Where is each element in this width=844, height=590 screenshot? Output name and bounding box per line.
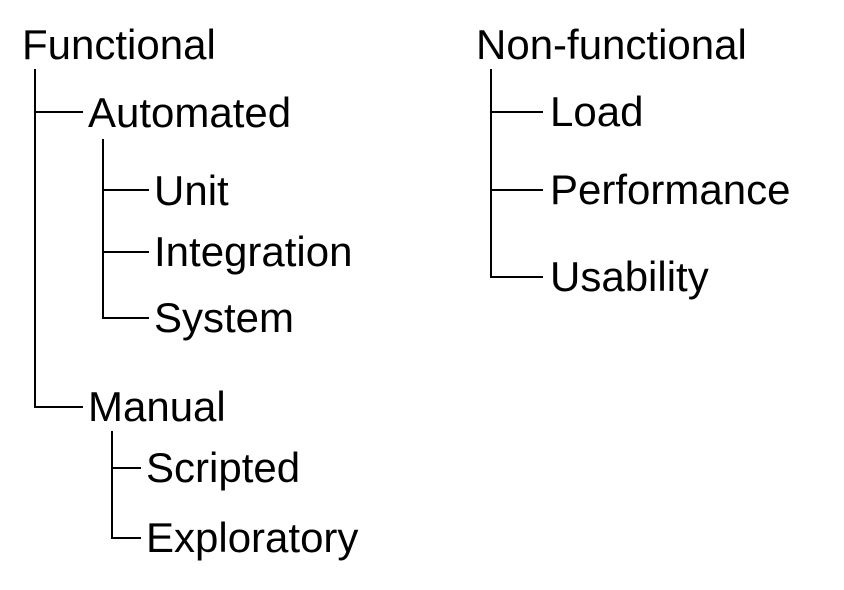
node-usability: Usability [550, 253, 709, 300]
node-scripted: Scripted [146, 444, 301, 491]
node-functional: Functional [22, 21, 216, 68]
node-load: Load [550, 88, 644, 135]
node-non-functional: Non-functional [476, 21, 747, 68]
node-performance: Performance [550, 166, 791, 213]
node-integration: Integration [154, 228, 353, 275]
node-manual: Manual [88, 383, 226, 430]
node-unit: Unit [154, 167, 229, 214]
node-system: System [154, 294, 295, 341]
node-exploratory: Exploratory [146, 514, 359, 561]
node-automated: Automated [88, 89, 292, 136]
